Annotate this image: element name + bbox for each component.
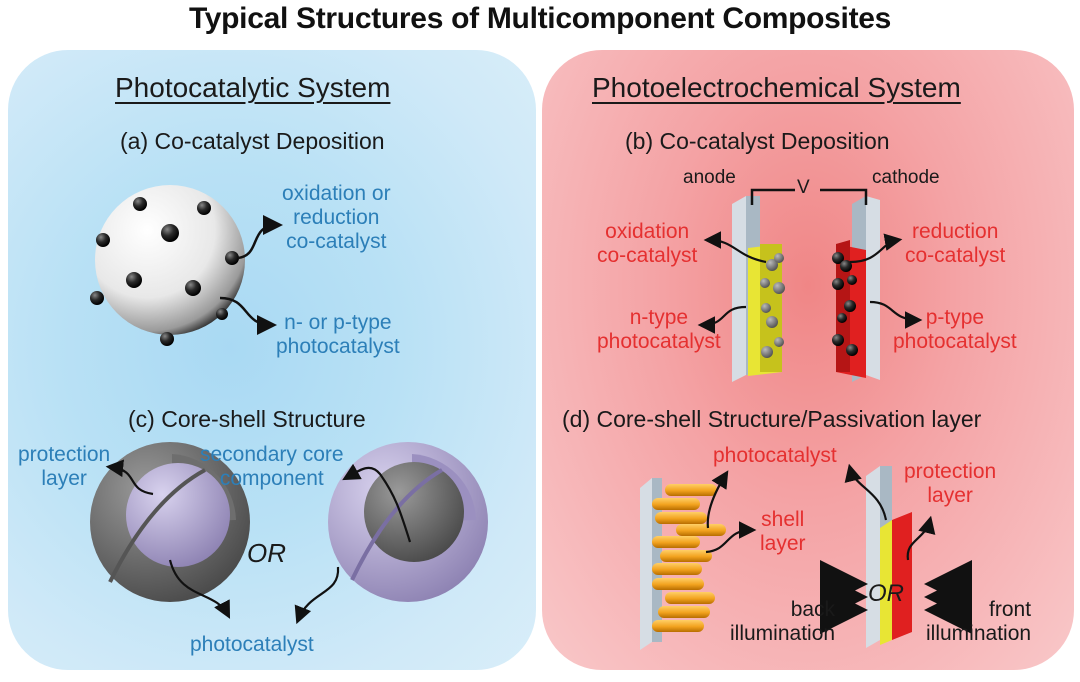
- cathode-electrode: [836, 196, 880, 382]
- arrow-d-protection: [906, 515, 936, 561]
- back-illumination-arrows: [820, 560, 868, 634]
- photocatalyst-sphere: [90, 185, 245, 346]
- label-photocatalyst-type: n- or p-type photocatalyst: [276, 311, 400, 359]
- arrow-photocatalyst-left: [168, 559, 231, 619]
- photoelectrochemical-panel: [542, 50, 1074, 670]
- arrow-protection: [105, 459, 154, 496]
- label-line: front: [989, 598, 1032, 621]
- arrow-oxidation: [703, 231, 767, 264]
- label-line: component: [219, 467, 324, 490]
- label-line: photocatalyst: [893, 330, 1017, 353]
- label-oxidation-cocatalyst: oxidation co-catalyst: [597, 220, 697, 268]
- arrow-secondary: [342, 463, 412, 543]
- label-line: shell: [761, 508, 805, 531]
- label-line: photocatalyst: [276, 335, 400, 358]
- label-line: oxidation or: [282, 182, 391, 205]
- label-ptype: p-type photocatalyst: [893, 306, 1017, 354]
- anode-cocatalysts: [760, 253, 785, 358]
- label-secondary-core: secondary core component: [200, 443, 344, 491]
- or-label-c: OR: [247, 538, 286, 568]
- subpanel-a-title: (a) Co-catalyst Deposition: [120, 128, 385, 154]
- front-illumination-arrows: [924, 560, 972, 634]
- label-d-protection-layer: protection layer: [904, 460, 996, 508]
- label-line: protection: [904, 460, 997, 483]
- cathode-label: cathode: [872, 167, 940, 188]
- arrow-cocatalyst: [237, 215, 283, 260]
- arrow-shell: [705, 521, 757, 554]
- label-d-photocatalyst: photocatalyst: [713, 444, 837, 467]
- or-label-d: OR: [868, 580, 904, 607]
- arrow-photocatalyst-right: [294, 566, 340, 625]
- label-line: illumination: [730, 622, 836, 645]
- label-line: co-catalyst: [597, 244, 698, 267]
- label-line: layer: [41, 467, 87, 490]
- label-line: layer: [760, 532, 806, 555]
- label-line: back: [790, 598, 836, 621]
- label-line: n-type: [629, 306, 689, 329]
- photocatalytic-heading: Photocatalytic System: [115, 72, 391, 103]
- arrow-reduction: [849, 233, 903, 264]
- label-line: reduction: [293, 206, 380, 229]
- label-line: secondary core: [200, 443, 344, 466]
- label-line: layer: [927, 484, 973, 507]
- label-front-illumination: front illumination: [926, 598, 1031, 646]
- voltage-label: V: [797, 177, 810, 198]
- arrow-d-photocatalyst: [706, 470, 729, 529]
- label-line: protection: [18, 443, 111, 466]
- nanorods: [652, 484, 726, 632]
- label-line: oxidation: [605, 220, 690, 243]
- photoelectrochemical-heading: Photoelectrochemical System: [592, 72, 961, 103]
- figure-title: Typical Structures of Multicomponent Com…: [188, 2, 892, 35]
- anode-label: anode: [683, 167, 736, 188]
- circuit-wire: [750, 188, 868, 205]
- cathode-cocatalysts: [832, 252, 858, 356]
- core-shell-sphere-gray: [90, 442, 250, 602]
- label-line: n- or p-type: [284, 311, 392, 334]
- core-shell-sphere-lavender: [328, 442, 488, 602]
- label-line: photocatalyst: [597, 330, 721, 353]
- label-back-illumination: back illumination: [730, 598, 835, 646]
- subpanel-c-title: (c) Core-shell Structure: [128, 406, 366, 432]
- label-line: reduction: [911, 220, 999, 243]
- label-line: co-catalyst: [286, 230, 387, 253]
- label-line: illumination: [926, 622, 1032, 645]
- arrow-ntype: [697, 305, 747, 334]
- label-reduction-cocatalyst: reduction co-catalyst: [905, 220, 1005, 268]
- label-shell-layer: shell layer: [760, 508, 806, 556]
- label-cocatalyst: oxidation or reduction co-catalyst: [282, 182, 391, 254]
- label-line: co-catalyst: [905, 244, 1006, 267]
- arrow-photocatalyst: [219, 296, 277, 335]
- label-photocatalyst-c: photocatalyst: [190, 633, 314, 656]
- label-ntype: n-type photocatalyst: [597, 306, 721, 354]
- subpanel-b-title: (b) Co-catalyst Deposition: [625, 128, 890, 154]
- label-line: p-type: [925, 306, 985, 329]
- label-protection-layer: protection layer: [18, 443, 110, 491]
- arrow-ptype: [869, 300, 923, 329]
- arrow-d-photocatalyst-2: [844, 463, 888, 521]
- subpanel-d-title: (d) Core-shell Structure/Passivation lay…: [562, 406, 982, 432]
